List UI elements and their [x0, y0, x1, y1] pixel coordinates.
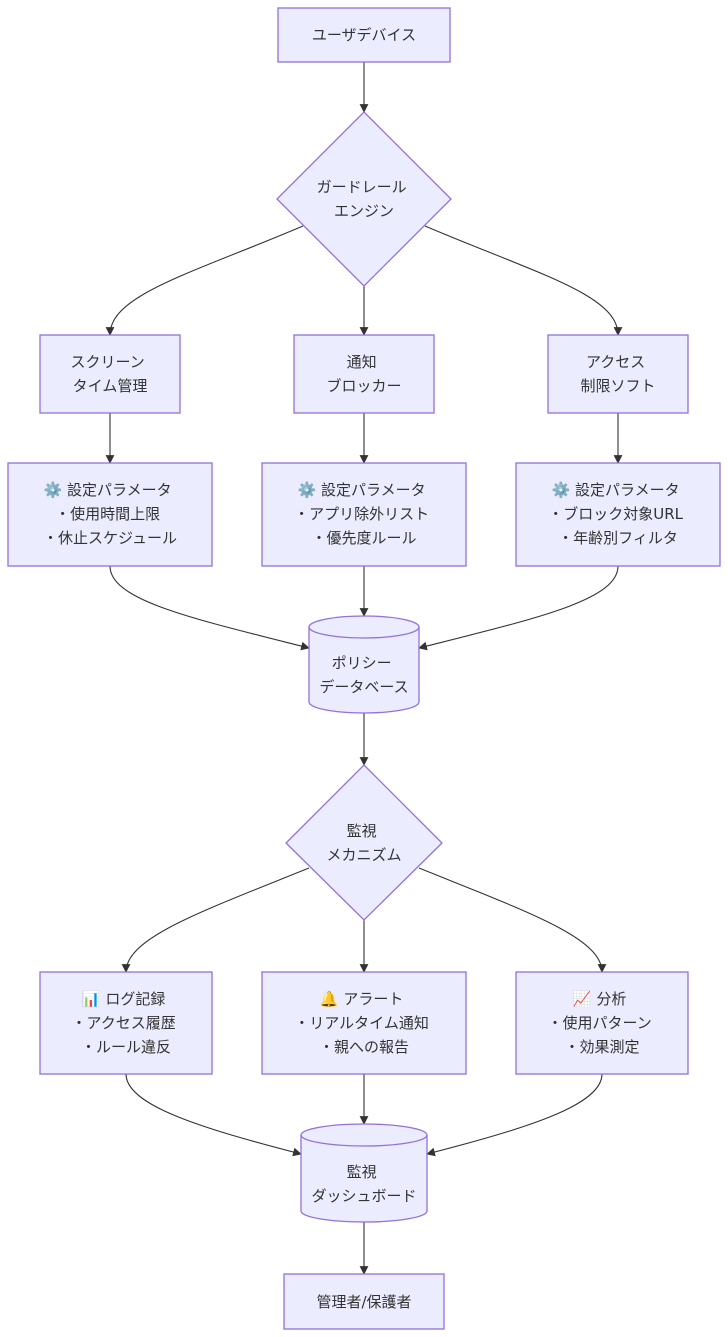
node-screen-time-label: スクリーン タイム管理: [70, 353, 149, 395]
node-alert-label: 🔔 アラート ・リアルタイム通知 ・親への報告: [294, 990, 433, 1056]
edge-guardrail-engine-to-access-control: [424, 225, 623, 336]
node-params-access: ⚙️ 設定パラメータ ・ブロック対象URL ・年齢別フィルタ: [515, 462, 721, 567]
edges: [105, 62, 623, 1275]
edge-analysis-to-dashboard: [426, 1073, 603, 1157]
node-log-record: 📊 ログ記録 ・アクセス履歴 ・ルール違反: [39, 971, 213, 1075]
node-screen-time: スクリーン タイム管理: [39, 334, 181, 414]
node-access-control: アクセス 制限ソフト: [547, 334, 689, 414]
node-monitoring-mechanism-label: 監視 メカニズム: [326, 822, 401, 864]
edge-monitoring-mechanism-to-analysis: [418, 867, 607, 973]
node-access-control-label: アクセス 制限ソフト: [580, 353, 655, 395]
node-policy-db-label: ポリシー データベース: [319, 654, 408, 696]
node-guardrail-engine-label: ガードレール エンジン: [317, 178, 412, 220]
node-notification-blocker: 通知 ブロッカー: [293, 334, 435, 414]
node-notification-blocker-label: 通知 ブロッカー: [326, 353, 401, 395]
node-params-screen-time-label: ⚙️ 設定パラメータ ・使用時間上限 ・休止スケジュール: [43, 481, 177, 547]
node-guardrail-engine: ガードレール エンジン: [276, 111, 452, 287]
node-policy-db: ポリシー データベース: [308, 615, 420, 714]
node-user-device: ユーザデバイス: [277, 7, 451, 63]
node-analysis-label: 📈 分析 ・使用パターン ・効果測定: [547, 990, 656, 1056]
node-analysis: 📈 分析 ・使用パターン ・効果測定: [515, 971, 689, 1075]
node-params-screen-time: ⚙️ 設定パラメータ ・使用時間上限 ・休止スケジュール: [7, 462, 213, 567]
node-admin-guardian: 管理者/保護者: [283, 1273, 445, 1330]
node-log-record-label: 📊 ログ記録 ・アクセス履歴 ・ルール違反: [71, 990, 180, 1056]
node-alert: 🔔 アラート ・リアルタイム通知 ・親への報告: [261, 971, 467, 1075]
edge-monitoring-mechanism-to-log-record: [121, 867, 310, 973]
node-monitoring-mechanism: 監視 メカニズム: [285, 764, 443, 921]
edge-log-record-to-dashboard: [125, 1073, 302, 1157]
edge-params-access-to-policy-db: [418, 565, 619, 651]
node-monitoring-dashboard: 監視 ダッシュボード: [300, 1123, 428, 1223]
node-params-access-label: ⚙️ 設定パラメータ ・ブロック対象URL ・年齢別フィルタ: [548, 481, 688, 547]
nodes: ユーザデバイス ガードレール エンジン スクリーン タイム管理 通知 ブロッカー: [7, 7, 721, 1330]
node-params-notification-label: ⚙️ 設定パラメータ ・アプリ除外リスト ・優先度ルール: [294, 481, 434, 547]
node-monitoring-dashboard-label: 監視 ダッシュボード: [311, 1163, 416, 1205]
edge-guardrail-engine-to-screen-time: [105, 225, 304, 336]
node-user-device-label: ユーザデバイス: [312, 26, 416, 44]
node-admin-guardian-label: 管理者/保護者: [316, 1293, 411, 1311]
edge-params-screen-time-to-policy-db: [109, 565, 310, 651]
node-params-notification: ⚙️ 設定パラメータ ・アプリ除外リスト ・優先度ルール: [261, 462, 467, 567]
